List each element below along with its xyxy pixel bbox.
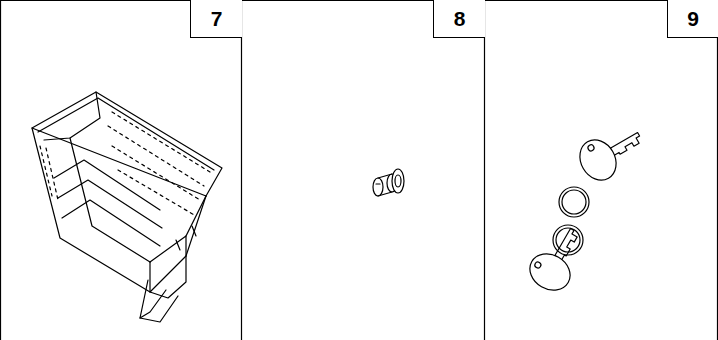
callout-number: 7 <box>211 8 223 29</box>
callout-box: 7 <box>190 0 242 38</box>
callout-number: 9 <box>687 8 699 29</box>
callout-number: 8 <box>454 8 466 29</box>
callout-box: 8 <box>433 0 485 38</box>
callout-box: 9 <box>667 0 718 38</box>
